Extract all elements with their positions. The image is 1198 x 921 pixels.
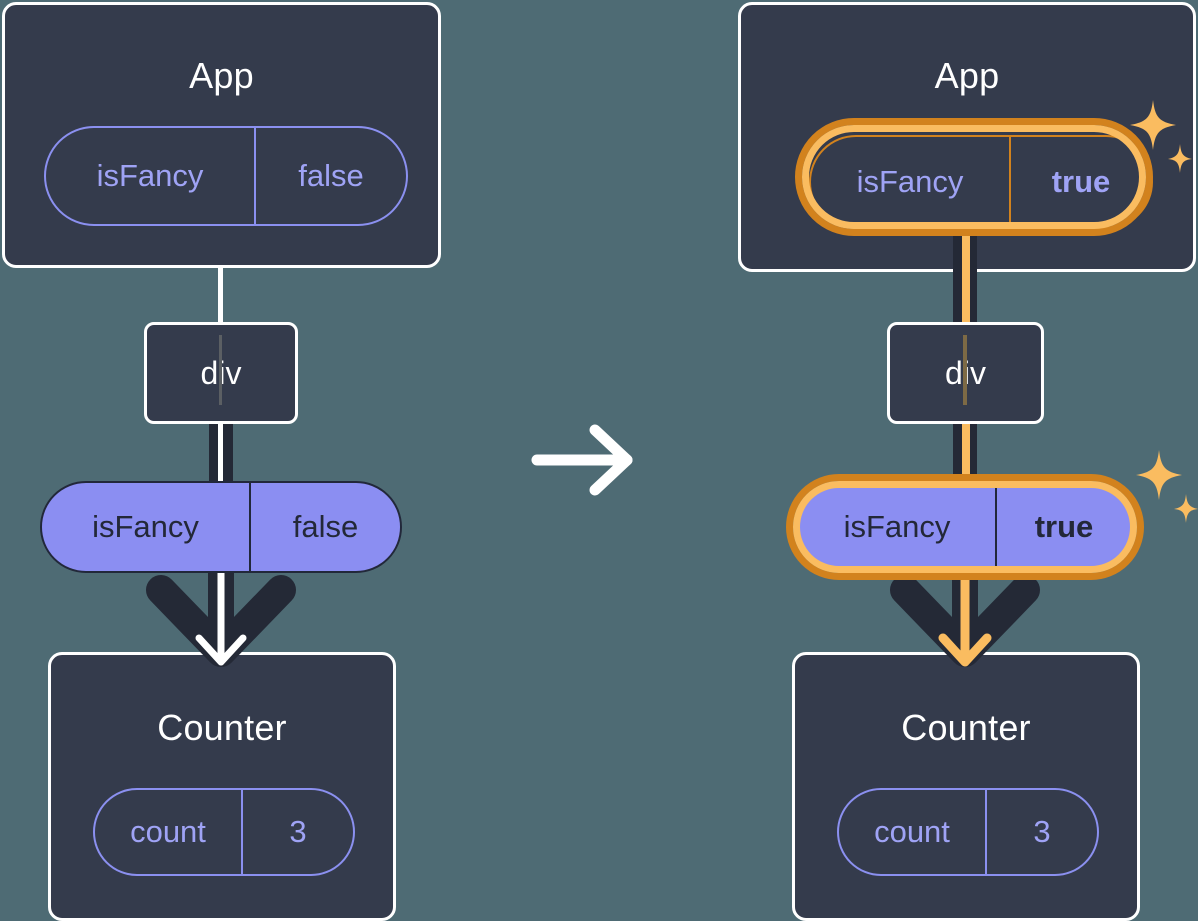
props-pill-key: isFancy [92,509,199,544]
edge-inside-div-before [219,335,222,405]
edge-inside-div-after [963,335,967,405]
props-pill-value: true [995,487,1131,567]
edge-app-to-div-core-after [962,228,970,328]
node-app-before[interactable]: App isFancy false [2,2,441,268]
state-pill-value: false [254,128,406,224]
state-pill-isfancy-app-before[interactable]: isFancy false [44,126,408,226]
edge-props-to-counter-before [146,570,296,667]
edge-div-to-props-core-after [962,420,970,490]
node-counter-title-before: Counter [157,707,287,748]
state-pill-key: isFancy [96,158,204,193]
state-pill-key: count [130,814,206,849]
node-app-title-after: App [934,55,1000,96]
state-pill-value: 3 [985,790,1097,874]
props-pill-isfancy-after[interactable]: isFancy true [797,485,1133,569]
state-pill-value: 3 [241,790,353,874]
state-pill-isfancy-app-after[interactable]: isFancy true [809,135,1153,229]
props-pill-value: false [249,483,400,571]
right-arrow-icon [531,424,633,496]
state-pill-count-after[interactable]: count 3 [837,788,1099,876]
edge-app-to-div-before [218,266,223,324]
node-counter-before[interactable]: Counter count 3 [48,652,396,921]
sparkle-icon-app-after [1130,100,1192,173]
node-counter-after[interactable]: Counter count 3 [792,652,1140,921]
props-pill-key: isFancy [843,509,951,544]
props-pill-isfancy-before[interactable]: isFancy false [40,481,402,573]
state-pill-key: isFancy [856,164,964,199]
edge-div-to-props-core-before [218,420,223,490]
state-pill-key: count [874,814,950,849]
edge-props-to-counter-after [890,570,1040,667]
node-counter-title-after: Counter [901,707,1031,748]
state-pill-value: true [1009,137,1151,227]
state-pill-count-before[interactable]: count 3 [93,788,355,876]
node-app-title-before: App [189,55,254,96]
sparkle-icon-props-after [1136,450,1198,523]
